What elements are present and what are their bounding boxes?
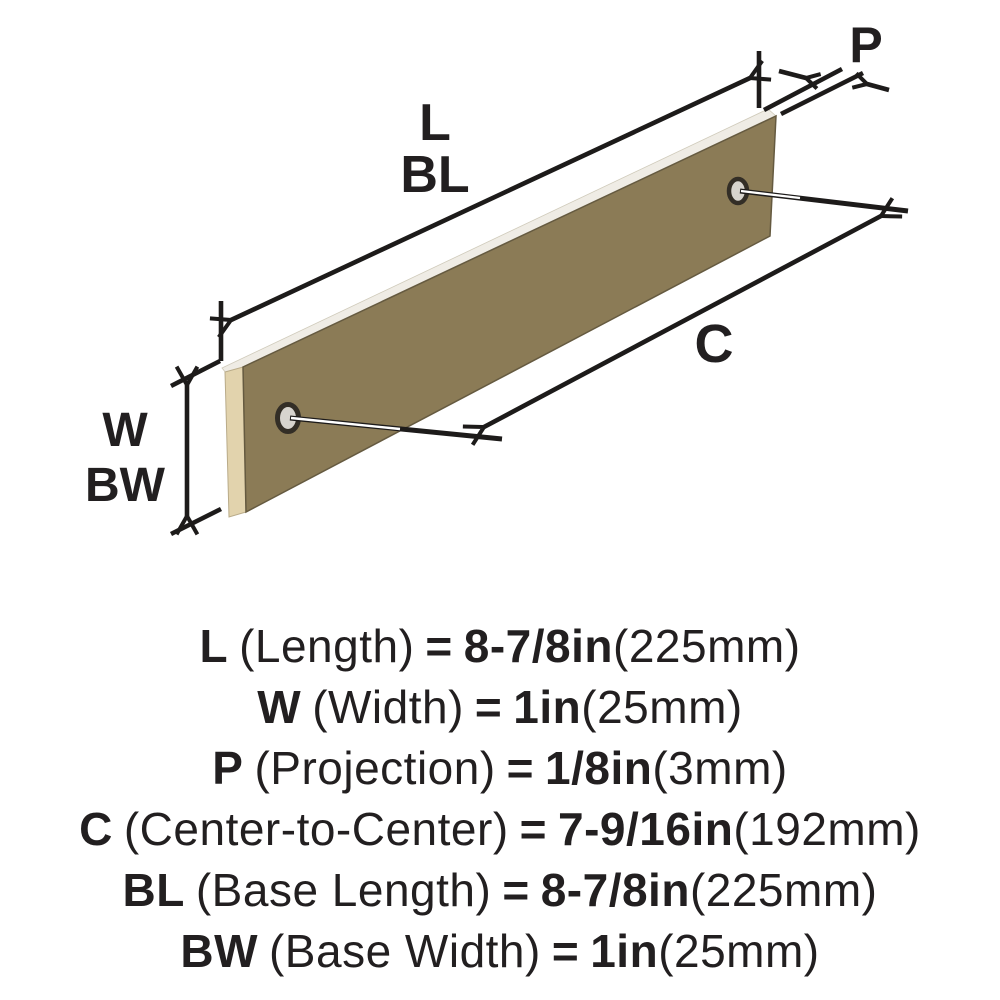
label-length: L bbox=[419, 94, 451, 152]
spec-value: 1in bbox=[513, 681, 582, 733]
spec-name: (Base Length) bbox=[195, 864, 492, 916]
spec-metric: (225mm) bbox=[613, 620, 801, 672]
edge-pull-bar bbox=[221, 108, 777, 518]
spec-equals: = bbox=[506, 742, 535, 794]
width-dimension bbox=[169, 358, 223, 537]
spec-line-width: W(Width)=1in(25mm) bbox=[0, 677, 1000, 738]
spec-value: 8-7/8in bbox=[540, 864, 690, 916]
spec-letter: W bbox=[257, 681, 302, 733]
center-arrow-line bbox=[484, 216, 881, 427]
projection-ext-line-front bbox=[779, 70, 865, 117]
spec-line-base-length: BL(Base Length)=8-7/8in(225mm) bbox=[0, 860, 1000, 921]
spec-name: (Projection) bbox=[254, 742, 496, 794]
spec-name: (Width) bbox=[312, 681, 464, 733]
spec-line-length: L(Length)=8-7/8in(225mm) bbox=[0, 616, 1000, 677]
spec-letter: C bbox=[79, 803, 113, 855]
spec-value: 8-7/8in bbox=[463, 620, 614, 672]
projection-arrow-right bbox=[867, 84, 890, 93]
spec-value: 1/8in bbox=[545, 742, 653, 794]
spec-letter: L bbox=[199, 620, 229, 672]
width-tick-top bbox=[169, 358, 222, 389]
spec-letter: BL bbox=[122, 864, 185, 916]
label-width: W bbox=[102, 404, 148, 457]
spec-letter: BW bbox=[180, 925, 258, 977]
spec-metric: (3mm) bbox=[652, 742, 788, 794]
spec-equals: = bbox=[519, 803, 548, 855]
spec-equals: = bbox=[502, 864, 530, 916]
dimension-diagram: L BL P C W BW bbox=[85, 17, 909, 537]
label-base-length: BL bbox=[400, 146, 469, 204]
width-tick-bottom bbox=[169, 506, 223, 537]
spec-name: (Center-to-Center) bbox=[123, 803, 509, 855]
spec-line-base-width: BW(Base Width)=1in(25mm) bbox=[0, 921, 1000, 982]
spec-equals: = bbox=[425, 620, 453, 672]
spec-value: 1in bbox=[590, 925, 659, 977]
spec-equals: = bbox=[474, 681, 503, 733]
projection-arrow-left bbox=[778, 68, 806, 78]
spec-name: (Length) bbox=[239, 620, 415, 672]
spec-line-center-to-center: C(Center-to-Center)=7-9/16in(192mm) bbox=[0, 799, 1000, 860]
dimension-legend: L(Length)=8-7/8in(225mm) W(Width)=1in(25… bbox=[0, 616, 1000, 982]
spec-metric: (25mm) bbox=[581, 681, 743, 733]
label-projection: P bbox=[849, 17, 882, 73]
projection-dimension bbox=[762, 66, 890, 117]
label-base-width: BW bbox=[85, 459, 166, 512]
spec-metric: (192mm) bbox=[733, 803, 921, 855]
spec-equals: = bbox=[551, 925, 580, 977]
spec-metric: (225mm) bbox=[689, 864, 878, 916]
center-to-center-dimension bbox=[484, 216, 881, 427]
spec-line-projection: P(Projection)=1/8in(3mm) bbox=[0, 738, 1000, 799]
spec-metric: (25mm) bbox=[658, 925, 820, 977]
label-center-to-center: C bbox=[695, 314, 734, 374]
spec-name: (Base Width) bbox=[268, 925, 541, 977]
spec-letter: P bbox=[212, 742, 244, 794]
spec-value: 7-9/16in bbox=[558, 803, 734, 855]
